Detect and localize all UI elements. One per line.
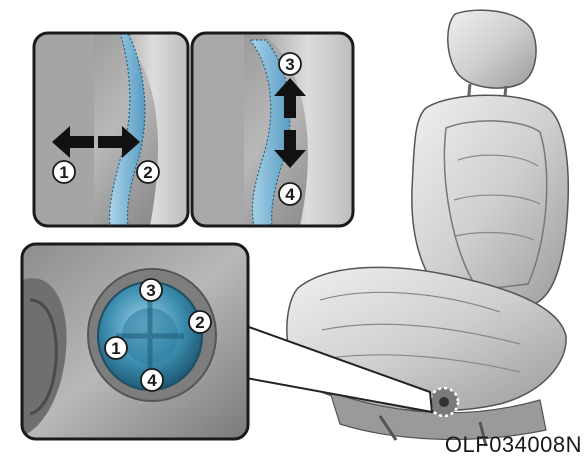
label-2-badge: 2: [137, 161, 159, 183]
label-1: 1: [59, 163, 68, 182]
label-3: 3: [285, 55, 294, 74]
inset-knob-closeup: 3 2 1 4: [22, 244, 248, 439]
knob-label-3: 3: [146, 281, 155, 300]
figure-reference-code: OLF034008N: [445, 432, 582, 458]
knob-label-1-badge: 1: [105, 337, 127, 359]
knob-label-2-badge: 2: [189, 311, 211, 333]
label-3-badge: 3: [279, 53, 301, 75]
label-4-badge: 4: [279, 183, 301, 205]
knob-label-4-badge: 4: [141, 369, 163, 391]
knob-label-4: 4: [147, 371, 157, 390]
inset-up-down: 3 4: [192, 33, 353, 226]
knob-label-3-badge: 3: [140, 279, 162, 301]
knob-label-1: 1: [111, 339, 120, 358]
label-4: 4: [285, 185, 295, 204]
label-2: 2: [143, 163, 152, 182]
knob-label-2: 2: [195, 313, 204, 332]
inset-forward-backward: 1 2: [34, 33, 188, 226]
label-1-badge: 1: [53, 161, 75, 183]
